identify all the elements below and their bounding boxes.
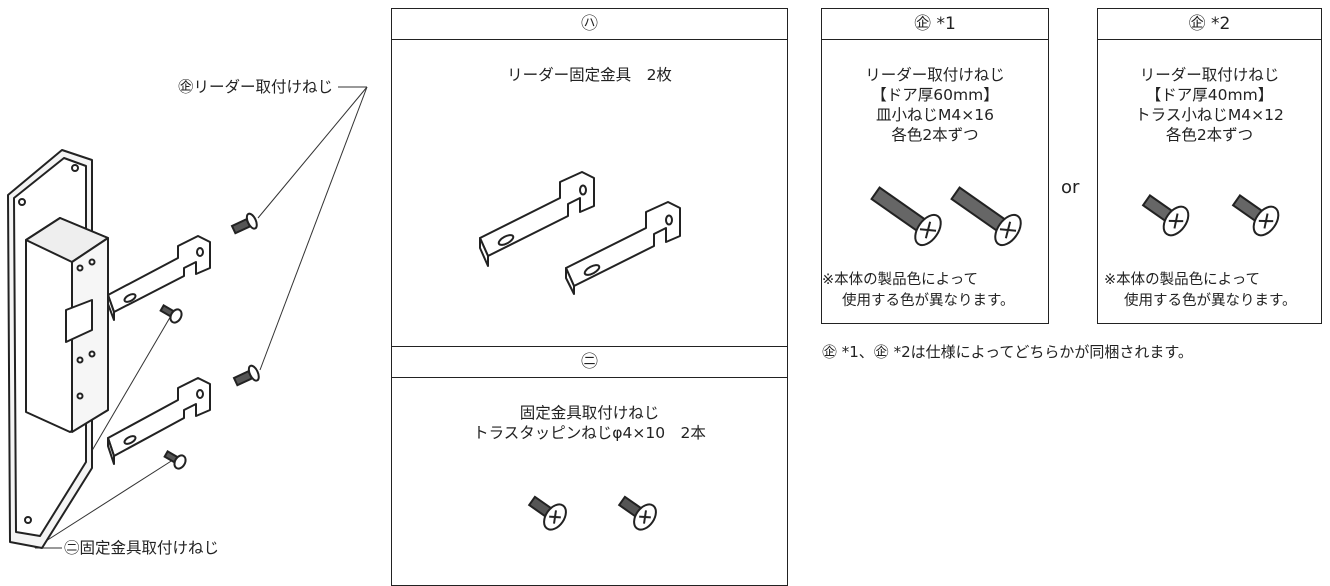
- box-ha-desc: リーダー固定金具 2枚: [507, 66, 672, 84]
- box-ni-desc-line2: トラスタッピンねじφ4×10 2本: [473, 424, 706, 442]
- box-ha-header: ㋩: [392, 9, 787, 40]
- box-ho1-note-line2: 使用する色が異なります。: [842, 293, 1015, 309]
- flat-head-screw-icon: [870, 186, 1022, 247]
- box-ho2-note-line1: ※本体の製品色によって: [1104, 272, 1260, 288]
- box-ho2-line2: 【ドア厚40mm】: [1145, 86, 1274, 104]
- box-ho1: ㊭ *1 リーダー取付けねじ 【ドア厚60mm】 皿小ねじM4×16 各色2本ず…: [821, 8, 1049, 324]
- reader-assembly-icon: [7, 86, 368, 549]
- box-ho1-note-line1: ※本体の製品色によって: [822, 272, 978, 288]
- ni-callout-label: ㊁固定金具取付けねじ: [64, 539, 220, 557]
- box-ni-header: ㊁: [392, 347, 787, 378]
- tapping-screw-icon: [527, 495, 657, 531]
- box-ho2-line1: リーダー取付けねじ: [1139, 66, 1280, 84]
- truss-head-screw-icon: [1141, 194, 1280, 237]
- box-ho1-line4: 各色2本ずつ: [891, 126, 979, 144]
- box-ho2-header: ㊭ *2: [1098, 9, 1321, 40]
- box-ni-desc-line1: 固定金具取付けねじ: [519, 404, 660, 422]
- box-ha: ㋩ リーダー固定金具 2枚: [391, 8, 788, 347]
- box-ho1-line3: 皿小ねじM4×16: [876, 106, 994, 124]
- box-ho1-line2: 【ドア厚60mm】: [871, 86, 999, 104]
- box-ho2-note-line2: 使用する色が異なります。: [1124, 293, 1297, 309]
- bracket-icon: [479, 171, 681, 295]
- footnote: ㊭ *1、㊭ *2は仕様によってどちらかが同梱されます。: [822, 343, 1193, 361]
- or-label: or: [1061, 177, 1080, 198]
- box-ho1-header: ㊭ *1: [822, 9, 1048, 40]
- box-ni: ㊁ 固定金具取付けねじ トラスタッピンねじφ4×10 2本: [391, 346, 788, 586]
- box-ho1-line1: リーダー取付けねじ: [865, 66, 1005, 84]
- box-ho2-line3: トラス小ねじM4×12: [1135, 106, 1284, 124]
- ho-callout-label: ㊭リーダー取付けねじ: [178, 78, 334, 96]
- box-ho2-line4: 各色2本ずつ: [1165, 126, 1254, 144]
- box-ho2: ㊭ *2 リーダー取付けねじ 【ドア厚40mm】 トラス小ねじM4×12 各色2…: [1097, 8, 1322, 324]
